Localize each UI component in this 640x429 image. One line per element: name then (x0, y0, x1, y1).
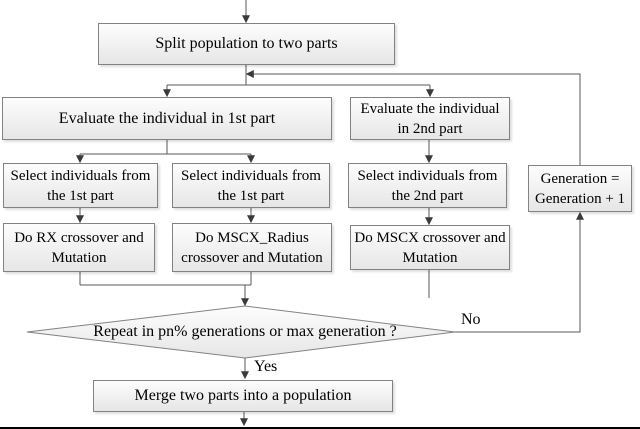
decision-repeat-condition-label: Repeat in pn% generations or max generat… (93, 323, 397, 340)
image-bottom-border (0, 427, 640, 429)
node-select-1st-part-b: Select individuals from the 1st part (172, 163, 330, 208)
node-evaluate-1st-part: Evaluate the individual in 1st part (2, 97, 332, 140)
node-select-1st-part-b-line1: Select individuals from (181, 167, 321, 184)
node-select-1st-part-a: Select individuals from the 1st part (3, 163, 158, 208)
node-merge-population: Merge two parts into a population (93, 380, 393, 412)
edge-label-yes: Yes (254, 358, 278, 375)
node-split-population: Split population to two parts (98, 23, 395, 65)
node-do-mscx-radius-crossover-line1: Do MSCX_Radius (195, 229, 309, 246)
node-do-rx-crossover-line2: Mutation (51, 249, 107, 266)
node-split-population-label: Split population to two parts (155, 35, 338, 52)
node-do-mscx-radius-crossover-line2: crossover and Mutation (181, 249, 323, 266)
node-select-1st-part-a-line2: the 1st part (47, 187, 114, 204)
node-select-2nd-part-line1: Select individuals from (357, 167, 498, 184)
node-select-2nd-part: Select individuals from the 2nd part (348, 163, 507, 208)
node-generation-increment: Generation = Generation + 1 (528, 165, 632, 212)
edge-generation-return-loop (245, 70, 581, 165)
node-evaluate-2nd-part: Evaluate the individual in 2nd part (350, 97, 510, 140)
node-select-2nd-part-line2: the 2nd part (391, 187, 464, 204)
node-evaluate-2nd-part-line1: Evaluate the individual (360, 100, 500, 117)
node-do-rx-crossover: Do RX crossover and Mutation (3, 223, 155, 272)
node-generation-increment-line2: Generation + 1 (534, 190, 626, 207)
node-merge-population-label: Merge two parts into a population (134, 387, 352, 404)
decision-repeat-condition: Repeat in pn% generations or max generat… (40, 321, 450, 343)
node-evaluate-2nd-part-line2: in 2nd part (397, 120, 463, 137)
edge-label-no: No (461, 311, 481, 328)
node-evaluate-1st-part-label: Evaluate the individual in 1st part (58, 109, 276, 127)
node-select-1st-part-b-line2: the 1st part (217, 187, 285, 204)
node-do-mscx-radius-crossover: Do MSCX_Radius crossover and Mutation (172, 223, 332, 272)
node-select-1st-part-a-line1: Select individuals from (10, 167, 151, 184)
node-generation-increment-line1: Generation = (540, 170, 620, 187)
node-do-mscx-crossover-line1: Do MSCX crossover and (354, 229, 506, 246)
edge-decision-no-to-generation (455, 211, 584, 333)
node-do-mscx-crossover: Do MSCX crossover and Mutation (350, 225, 510, 270)
node-do-rx-crossover-line1: Do RX crossover and (14, 229, 144, 246)
node-do-mscx-crossover-line2: Mutation (402, 249, 458, 266)
